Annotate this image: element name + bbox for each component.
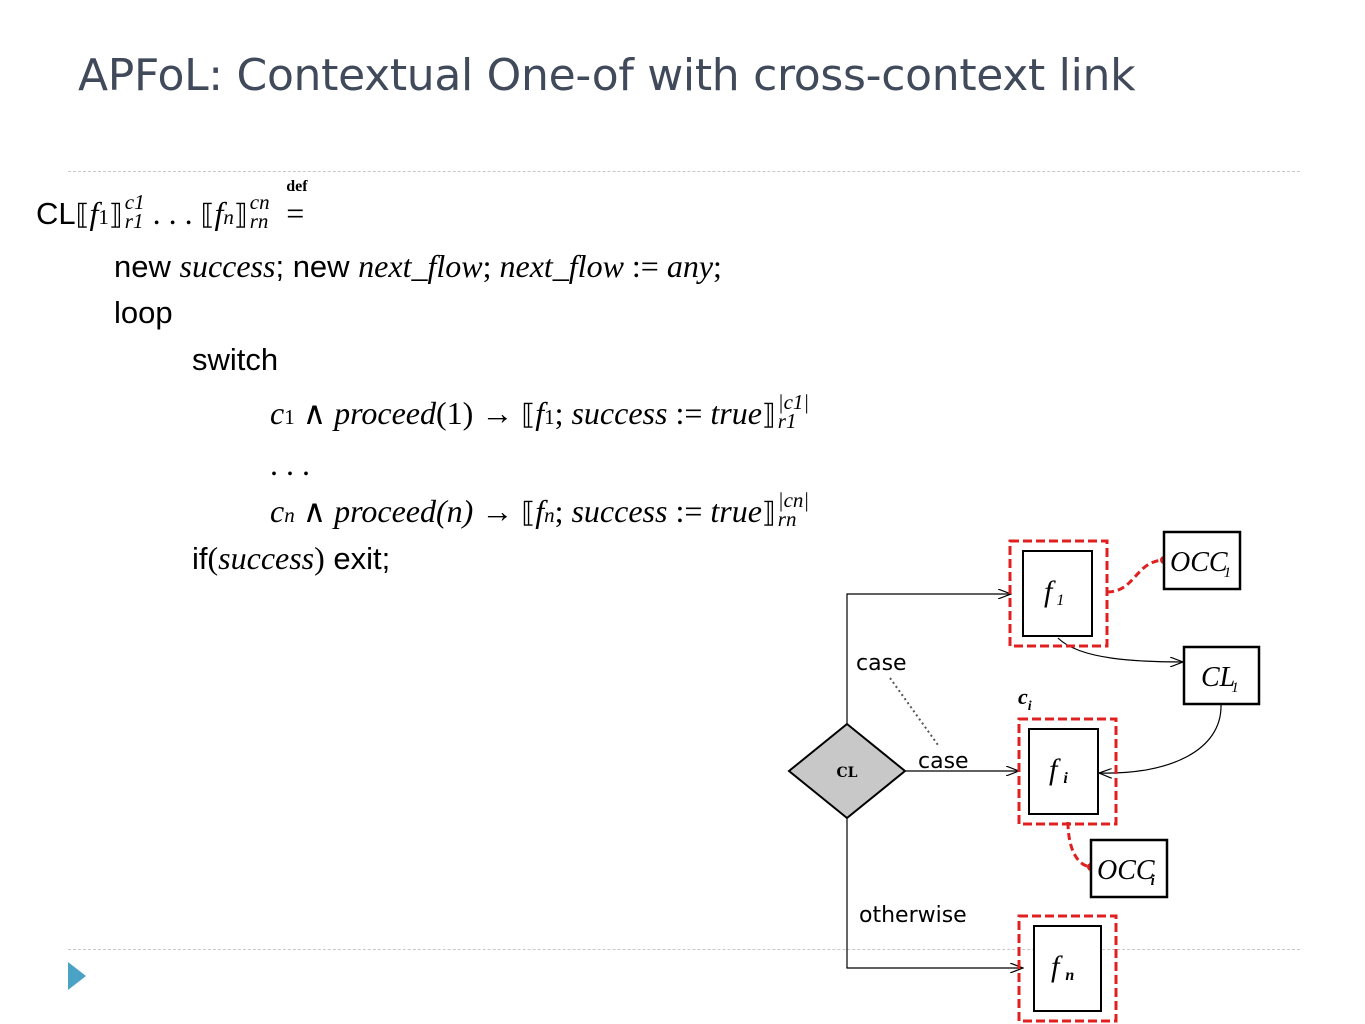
occ-box-1[interactable] xyxy=(1162,530,1242,591)
context-boundary-fi xyxy=(1017,717,1118,826)
nav-triangle-icon[interactable] xyxy=(68,962,86,990)
occ-box-i[interactable] xyxy=(1089,838,1169,899)
flow-box-fi[interactable] xyxy=(1028,728,1099,815)
link-f1-occ1 xyxy=(1106,558,1164,594)
edge-f1-to-cl1 xyxy=(1057,637,1183,662)
edge-to-fn xyxy=(846,818,1023,968)
cl-decision-diamond[interactable] xyxy=(787,722,907,820)
edge-label-case-mid: case xyxy=(918,749,969,774)
code-line-if-exit: if(success) exit; xyxy=(192,540,391,576)
edge-label-otherwise: otherwise xyxy=(859,903,967,928)
code-line-loop: loop xyxy=(114,295,173,330)
flow-box-f1[interactable] xyxy=(1022,550,1093,637)
flow-box-fn[interactable] xyxy=(1033,925,1102,1012)
code-line-ellipsis: . . . xyxy=(270,446,310,482)
code-line-case-n: cn ∧ proceed(n) → ⟦fn; success := true⟧|… xyxy=(270,488,810,531)
cl-decision-label: CL xyxy=(837,765,858,781)
cl-box-1-label: CL1 xyxy=(1201,662,1239,696)
bottom-divider xyxy=(68,949,1300,950)
context-boundary-f1 xyxy=(1008,539,1109,648)
edge-to-f1 xyxy=(846,594,1011,724)
case-dotted-link xyxy=(889,677,939,746)
code-line-switch: switch xyxy=(192,342,279,377)
code-line-new-vars: new success; new next_flow; next_flow :=… xyxy=(114,248,722,284)
code-line-case-1: c1 ∧ proceed(1) → ⟦f1; success := true⟧|… xyxy=(270,390,810,433)
link-fi-occi xyxy=(1066,821,1092,869)
cl-box-1[interactable] xyxy=(1182,645,1261,706)
occ-box-i-label: OCCi xyxy=(1097,855,1156,889)
edge-label-case-top: case xyxy=(856,651,907,676)
slide-title: APFoL: Contextual One-of with cross-cont… xyxy=(78,50,1136,101)
occ-box-1-label: OCC1 xyxy=(1170,547,1231,581)
context-label-ci: ci xyxy=(1018,684,1032,714)
edge-cl1-to-fi xyxy=(1099,704,1222,773)
context-boundary-fn xyxy=(1017,914,1118,1023)
top-divider xyxy=(68,171,1300,172)
